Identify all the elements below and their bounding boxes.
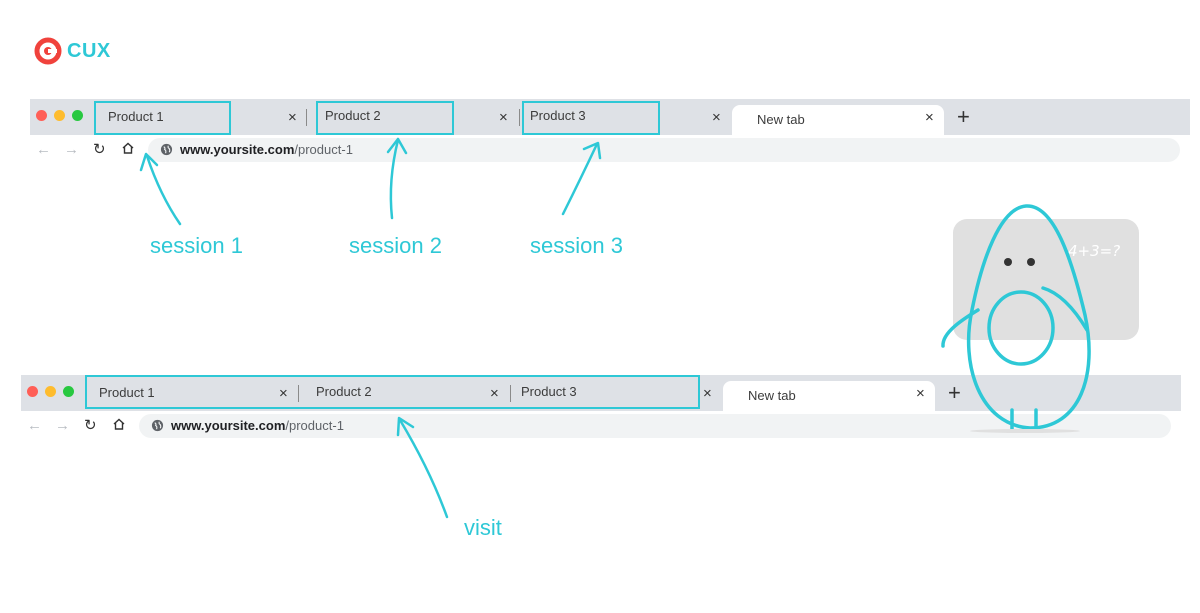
avocado-shadow [970, 429, 1080, 433]
visit-arrowhead [396, 416, 415, 437]
minimize-window-button[interactable] [54, 110, 65, 121]
session-1-label: session 1 [150, 233, 243, 258]
tab-separator [298, 385, 299, 402]
session-2-arrow [389, 138, 400, 220]
visit-label: visit [464, 515, 502, 540]
url-host: www.yoursite.com [171, 418, 286, 433]
globe-icon [151, 419, 164, 432]
tab-separator [306, 109, 307, 126]
avocado-right-eye [1027, 258, 1035, 266]
url-path: /product-1 [285, 418, 344, 433]
tab-close-button[interactable]: × [279, 385, 288, 402]
url-text: www.yoursite.com/product-1 [180, 142, 353, 157]
avocado-body [966, 204, 1091, 430]
visit-highlight [85, 375, 700, 409]
avocado-right-arm [1041, 286, 1089, 332]
tab-label: Product 1 [99, 385, 155, 400]
tab-label: New tab [757, 112, 805, 127]
tab-close-button[interactable]: × [916, 385, 925, 402]
session-2-arrowhead [386, 137, 408, 155]
home-icon[interactable] [112, 417, 126, 434]
home-icon[interactable] [121, 141, 135, 158]
tab-product-3[interactable]: Product 3 × [522, 99, 722, 135]
minimize-window-button[interactable] [45, 386, 56, 397]
new-tab-button[interactable]: + [948, 380, 961, 405]
new-tab-button[interactable]: + [957, 104, 970, 129]
tab-product-3[interactable]: Product 3 × [513, 375, 712, 411]
window-controls [36, 110, 83, 121]
session-3-highlight [522, 101, 660, 135]
back-arrow-icon[interactable]: ← [36, 141, 51, 158]
forward-arrow-icon[interactable]: → [55, 417, 70, 434]
session-3-label: session 3 [530, 233, 623, 258]
tab-close-button[interactable]: × [712, 109, 721, 126]
close-window-button[interactable] [27, 386, 38, 397]
close-window-button[interactable] [36, 110, 47, 121]
avocado-illustration: 4+3=? [941, 204, 1139, 433]
window-controls [27, 386, 74, 397]
avocado-left-eye [1004, 258, 1012, 266]
cux-logo: CUX [34, 37, 111, 65]
tab-close-button[interactable]: × [925, 109, 934, 126]
session-2-highlight [316, 101, 454, 135]
reload-icon[interactable]: ↻ [93, 141, 106, 158]
url-path: /product-1 [294, 142, 353, 157]
tab-close-button[interactable]: × [703, 385, 712, 402]
tab-strip: Product 1 × Product 2 × Product 3 × New … [30, 99, 1190, 135]
session-1-arrowhead [139, 152, 159, 172]
tab-close-button[interactable]: × [490, 385, 499, 402]
session-2-label: session 2 [349, 233, 442, 258]
tab-close-button[interactable]: × [288, 109, 297, 126]
tab-separator [510, 385, 511, 402]
tab-label: Product 3 [530, 108, 586, 123]
avocado-left-arm [941, 308, 980, 348]
reload-icon[interactable]: ↻ [84, 417, 97, 434]
tab-new-tab[interactable]: New tab × [723, 381, 935, 411]
browser-toolbar: ← → ↻ www.yoursite.com/product-1 [30, 136, 1190, 168]
url-host: www.yoursite.com [180, 142, 295, 157]
tab-product-1[interactable]: Product 1 × [85, 375, 297, 411]
tab-product-2[interactable]: Product 2 × [314, 99, 514, 135]
maximize-window-button[interactable] [63, 386, 74, 397]
tab-separator [519, 109, 520, 126]
visit-arrow [398, 418, 449, 519]
session-3-arrowhead [582, 141, 602, 160]
logo-text: CUX [67, 39, 111, 62]
tab-label: Product 2 [325, 108, 381, 123]
back-arrow-icon[interactable]: ← [27, 417, 42, 434]
tab-label: Product 1 [108, 109, 164, 124]
session-3-arrow [561, 142, 599, 216]
tab-close-button[interactable]: × [499, 109, 508, 126]
maximize-window-button[interactable] [72, 110, 83, 121]
browser-top: Product 1 × Product 2 × Product 3 × New … [30, 99, 1190, 169]
url-text: www.yoursite.com/product-1 [171, 418, 344, 433]
tab-new-tab[interactable]: New tab × [732, 105, 944, 135]
tab-product-1[interactable]: Product 1 × [94, 99, 306, 135]
address-bar[interactable]: www.yoursite.com/product-1 [148, 138, 1180, 162]
cux-logo-mark-icon [34, 37, 62, 65]
forward-arrow-icon[interactable]: → [64, 141, 79, 158]
chalkboard-text: 4+3=? [1068, 242, 1120, 260]
globe-icon [160, 143, 173, 156]
tab-label: New tab [748, 388, 796, 403]
tab-product-2[interactable]: Product 2 × [305, 375, 505, 411]
avocado-pit [987, 290, 1055, 366]
tab-label: Product 2 [316, 384, 372, 399]
session-1-highlight [94, 101, 231, 135]
tab-label: Product 3 [521, 384, 577, 399]
session-1-arrow [145, 154, 182, 226]
chalkboard [953, 219, 1139, 340]
